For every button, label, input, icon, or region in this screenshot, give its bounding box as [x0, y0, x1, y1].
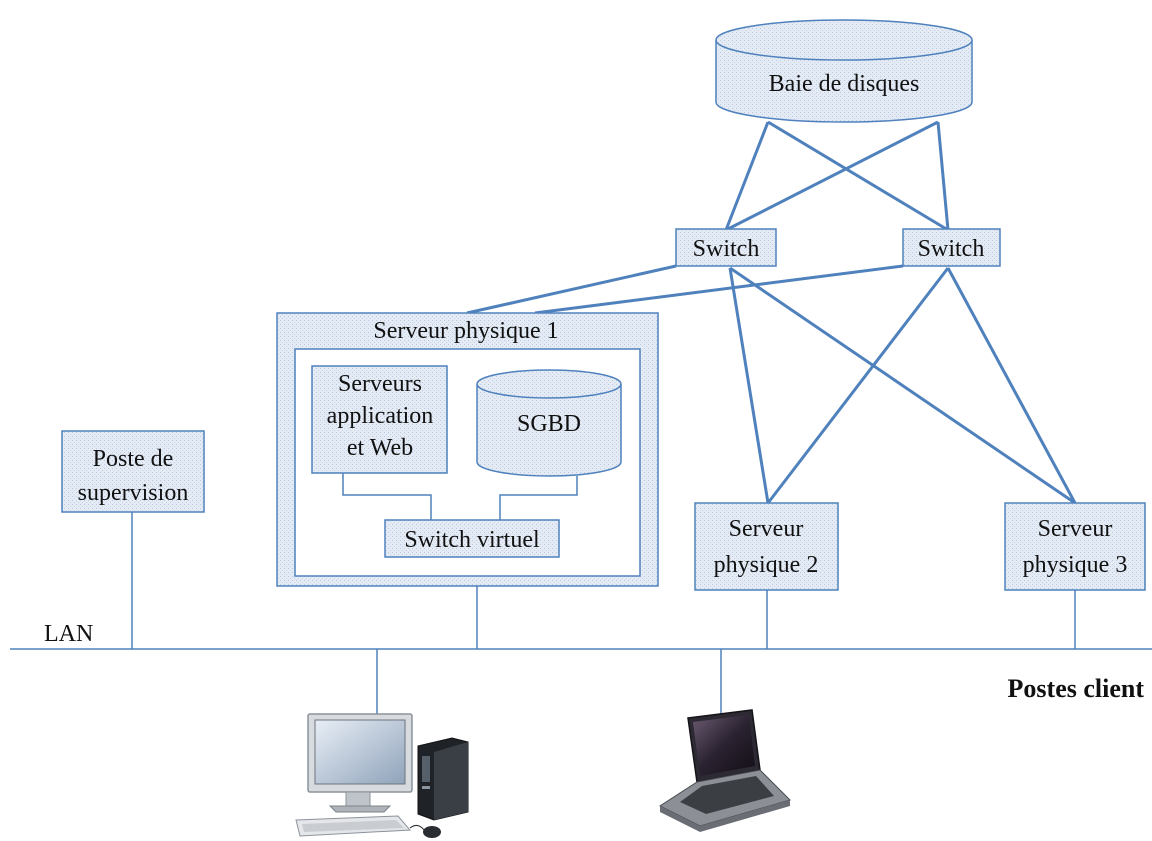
- disk-array: Baie de disques: [715, 19, 973, 123]
- link-switch-left-server1: [466, 264, 677, 315]
- server2-box: [694, 502, 839, 591]
- link-disk-switch-left-b: [725, 120, 939, 232]
- link-sgbd-vswitch: [499, 476, 578, 520]
- san-links: [466, 120, 1077, 505]
- link-switch-right-server2: [766, 267, 950, 504]
- sgbd-label: SGBD: [517, 411, 581, 437]
- server3-label-2: physique 3: [1023, 552, 1128, 578]
- switch-right-label: Switch: [918, 236, 985, 262]
- app-server-label-1: Serveurs: [338, 371, 422, 397]
- switch-left: Switch: [675, 228, 777, 267]
- link-app-vswitch: [342, 473, 432, 520]
- server1-label: Serveur physique 1: [373, 318, 558, 344]
- switch-right: Switch: [902, 228, 1001, 267]
- lan-bus: [10, 512, 1152, 722]
- link-switch-left-server3: [729, 266, 1076, 505]
- supervision-label-1: Poste de: [93, 446, 174, 472]
- laptop-icon: [658, 709, 791, 832]
- server2-label-2: physique 2: [714, 552, 819, 578]
- clients-label: Postes client: [1008, 674, 1145, 703]
- server3: Serveur physique 3: [1004, 502, 1146, 591]
- virtual-switch-label: Switch virtuel: [404, 527, 540, 553]
- sgbd-top: [476, 369, 622, 399]
- switch-right-box: [902, 228, 1001, 267]
- app-server-box: [311, 365, 448, 474]
- disk-array-label: Baie de disques: [769, 71, 920, 97]
- link-disk-switch-left-a: [724, 121, 770, 231]
- desktop-computer-icon: [295, 713, 469, 838]
- app-server-label-3: et Web: [347, 435, 413, 461]
- supervision-box: [61, 430, 205, 513]
- server2-label-1: Serveur: [729, 516, 804, 542]
- app-server-label-2: application: [327, 403, 434, 429]
- switch-left-box: [675, 228, 777, 267]
- virtual-switch-box: [384, 519, 560, 558]
- switch-left-label: Switch: [693, 236, 760, 262]
- link-disk-switch-right-a: [767, 120, 949, 232]
- link-switch-right-server1: [534, 264, 904, 315]
- link-switch-right-server3: [946, 267, 1077, 504]
- server3-label-1: Serveur: [1038, 516, 1113, 542]
- disk-array-body: [715, 40, 973, 123]
- sgbd-body: [476, 384, 622, 477]
- disk-array-top: [715, 19, 973, 61]
- link-switch-left-server2: [728, 267, 770, 504]
- lan-label: LAN: [44, 621, 93, 647]
- server3-box: [1004, 502, 1146, 591]
- link-disk-switch-right-b: [936, 121, 950, 231]
- supervision-label-2: supervision: [78, 480, 189, 506]
- server2: Serveur physique 2: [694, 502, 839, 591]
- server1: Serveur physique 1 Serveurs application …: [276, 312, 659, 587]
- supervision-station: Poste de supervision: [61, 430, 205, 513]
